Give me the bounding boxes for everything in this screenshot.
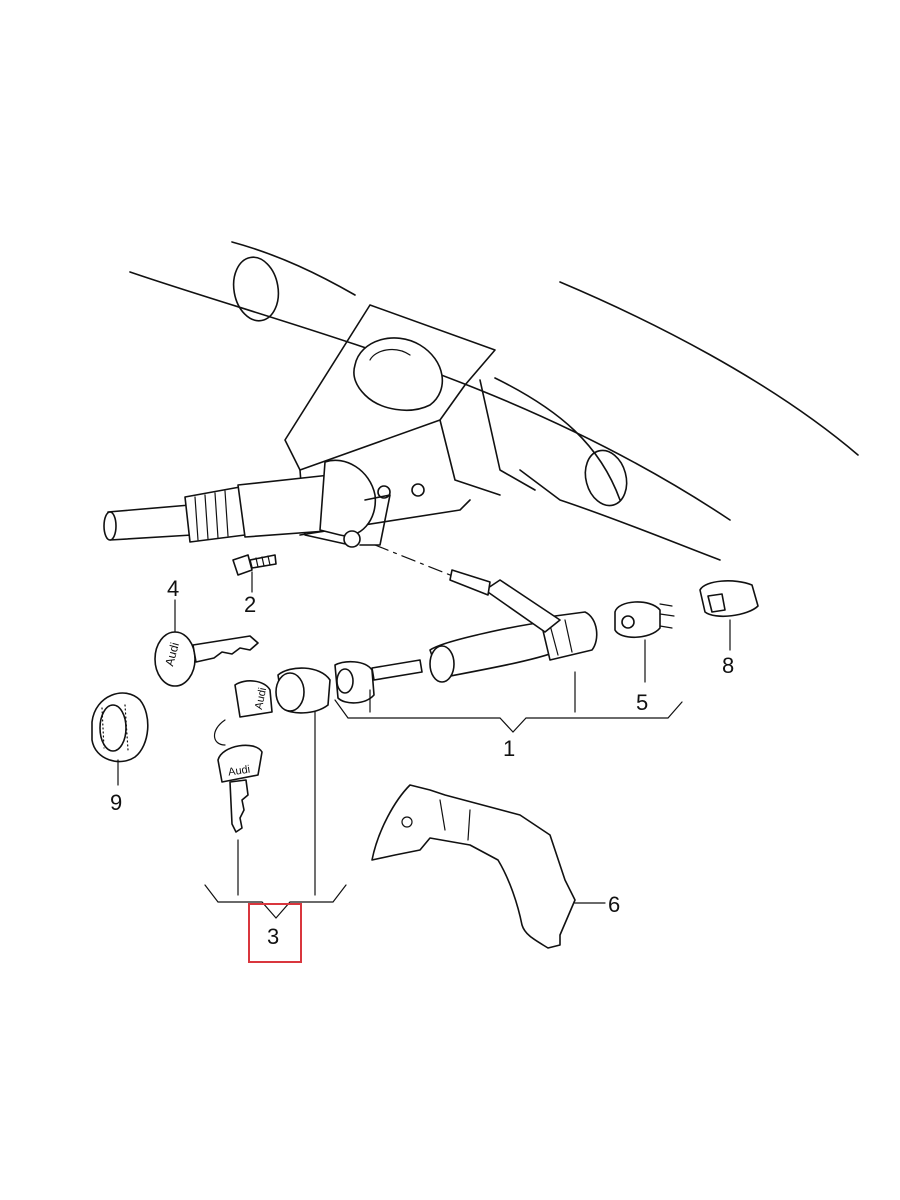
callout-2[interactable]: 2: [244, 592, 256, 617]
callout-4[interactable]: 4: [167, 576, 179, 601]
callout-3[interactable]: 3: [267, 924, 279, 949]
callout-6[interactable]: 6: [608, 892, 620, 917]
callout-5[interactable]: 5: [636, 690, 648, 715]
steering-column: [103, 459, 425, 548]
callout-9[interactable]: 9: [110, 790, 122, 815]
part-6-trim-cover: [371, 784, 606, 949]
part-4-key: Audi: [154, 631, 259, 687]
column-bracket: [284, 304, 536, 546]
part-5-ignition-switch: [614, 601, 675, 683]
callout-8[interactable]: 8: [722, 653, 734, 678]
callout-3-highlight-box: [248, 903, 302, 963]
part-2-bolt: [232, 554, 277, 576]
part-8-connector: [699, 580, 759, 651]
part-3-lock-cylinder-keys: Audi Audi: [213, 667, 331, 896]
part-1-lock-housing: [334, 569, 598, 704]
callout-1[interactable]: 1: [503, 736, 515, 761]
key-logo-text: Audi: [162, 641, 182, 668]
key-tag-text-1: Audi: [253, 687, 269, 711]
part-9-seal-ring: [91, 692, 149, 763]
callout-leaders: [117, 571, 683, 919]
key-tag-text-2: Audi: [227, 764, 250, 779]
